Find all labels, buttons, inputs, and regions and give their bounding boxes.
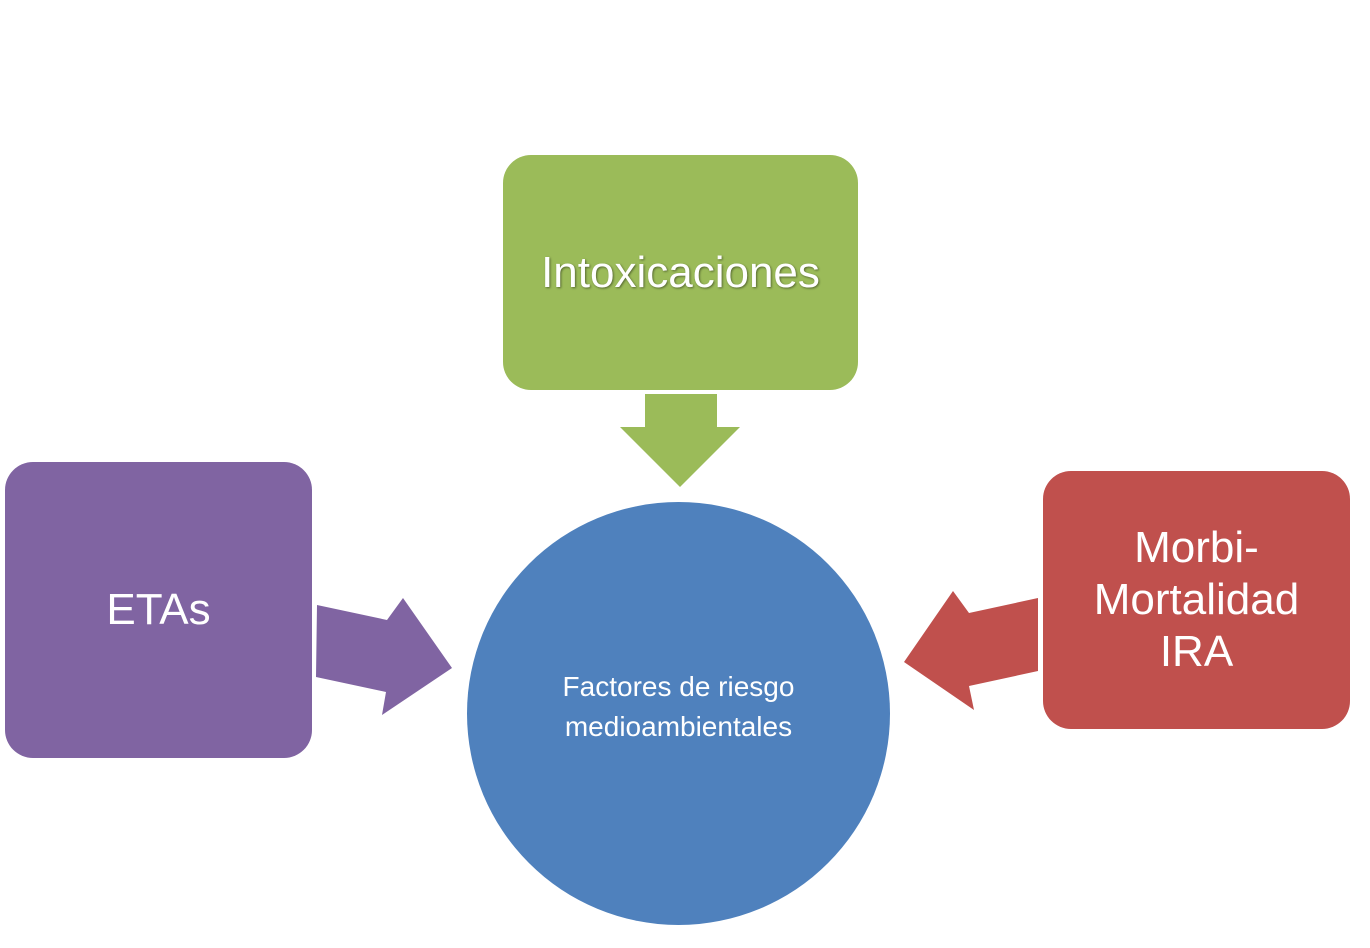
arrow-top-to-center xyxy=(620,394,740,487)
node-morbi-mortalidad-ira: Morbi- Mortalidad IRA xyxy=(1043,471,1350,729)
arrow-right-to-center xyxy=(904,591,1038,710)
node-etas-label: ETAs xyxy=(106,585,211,634)
node-intoxicaciones-label: Intoxicaciones xyxy=(541,247,820,297)
arrow-left-to-center xyxy=(316,598,452,715)
node-factores-de-riesgo: Factores de riesgo medioambientales xyxy=(467,502,890,925)
node-morbi-mortalidad-ira-label: Morbi- Mortalidad IRA xyxy=(1093,523,1300,676)
node-factores-de-riesgo-label: Factores de riesgo medioambientales xyxy=(562,670,795,742)
node-intoxicaciones: Intoxicaciones xyxy=(503,155,858,390)
node-etas: ETAs xyxy=(5,462,312,758)
